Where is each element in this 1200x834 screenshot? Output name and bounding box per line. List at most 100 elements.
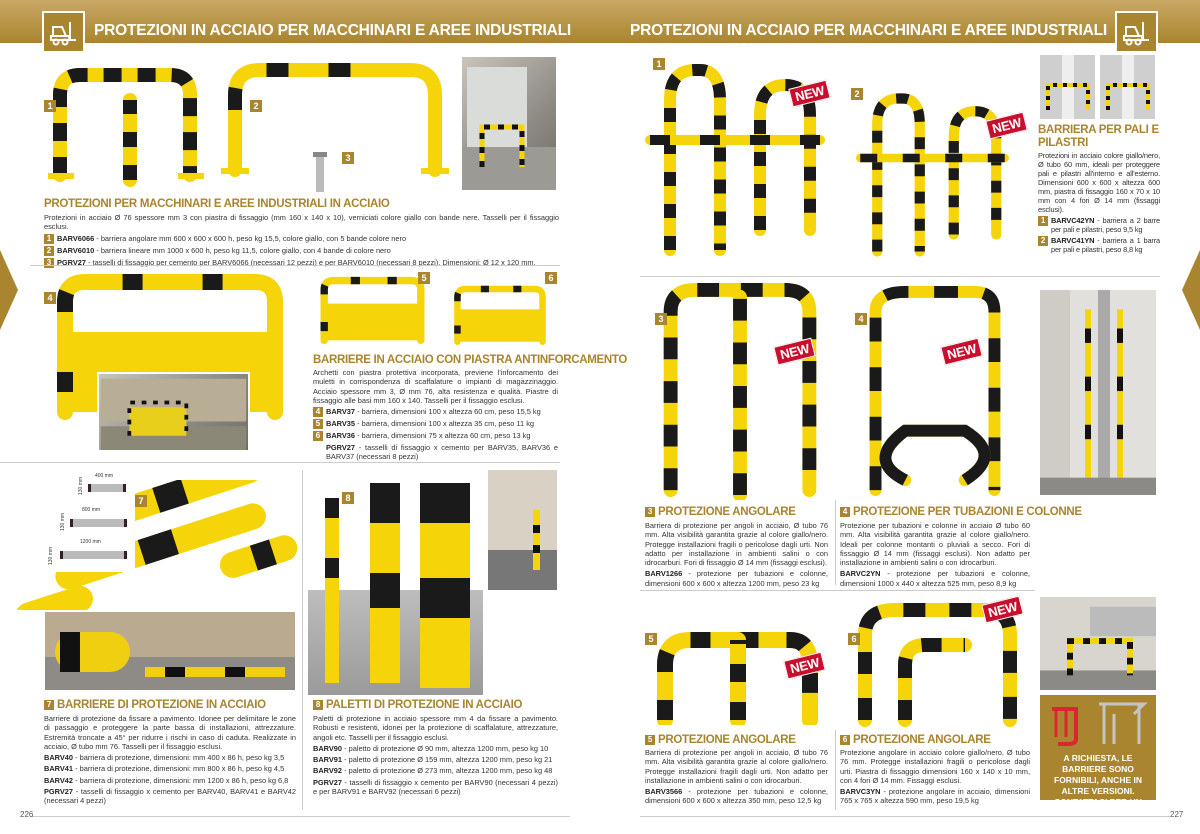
heading-text: PALETTI DI PROTEZIONE IN ACCIAIO <box>326 699 523 711</box>
dimension-label: 130 mm <box>78 476 84 495</box>
number-badge: 5 <box>418 272 430 284</box>
divider <box>302 470 303 810</box>
next-page-tab[interactable] <box>1182 250 1200 330</box>
forklift-icon <box>1115 11 1158 53</box>
section-body: Paletti di protezione in acciaio spessor… <box>313 714 558 796</box>
heading-text: PROTEZIONE ANGOLARE <box>853 734 991 746</box>
product-spec: - barriera a 2 barre per pali e pilastri… <box>1051 216 1160 234</box>
divider <box>0 462 560 463</box>
number-badge: 6 <box>840 735 850 745</box>
installation-photo <box>1040 597 1156 690</box>
product-code: BARV1266 <box>645 569 683 579</box>
promo-box: A RICHIESTA, LE BARRIERE SONO FORNIBILI,… <box>1040 695 1156 818</box>
product-image-barv36 <box>445 285 555 345</box>
number-badge: 8 <box>342 492 354 504</box>
number-badge: 5 <box>645 633 657 645</box>
section-description: Barriere di protezione da fissare a pavi… <box>44 714 296 751</box>
product-code: BARV36 <box>326 431 356 441</box>
dimension-label: 400 mm <box>95 473 114 479</box>
product-spec: - tasselli di fissaggio x cemento per BA… <box>326 443 558 462</box>
section-description: Protezione per tubazioni e colonne in ac… <box>840 521 1030 568</box>
product-line: BARV42 - barriera di protezione, dimensi… <box>44 776 296 785</box>
product-drawing <box>221 63 449 177</box>
heading-text: PROTEZIONE PER TUBAZIONI E COLONNE <box>853 506 1082 518</box>
section-body: Protezione per tubazioni e colonne in ac… <box>840 521 1030 588</box>
number-badge: 4 <box>840 507 850 517</box>
number-badge: 4 <box>44 292 56 304</box>
prev-page-tab[interactable] <box>0 250 18 330</box>
barrier-diagram-1200 <box>60 551 127 559</box>
section-body: Protezione angolare in acciaio colore gi… <box>840 748 1030 806</box>
product-code: BARV6066 <box>57 233 95 243</box>
dimension-label: 1200 mm <box>80 539 101 545</box>
product-code: BARVC3YN <box>840 787 881 797</box>
product-code: PGRV27 <box>313 777 343 787</box>
number-badge: 2 <box>1038 236 1048 246</box>
product-code: BARV91 <box>313 755 343 765</box>
section-body: Protezioni in acciaio Ø 76 spessore mm 3… <box>44 213 559 268</box>
section-heading: BARRIERE IN ACCIAIO CON PIASTRA ANTINFOR… <box>313 354 628 366</box>
section-body: Barriere di protezione da fissare a pavi… <box>44 714 296 806</box>
dimension-label: 130 mm <box>48 546 54 565</box>
product-code: BARV90 <box>313 743 343 753</box>
product-code: PGRV27 <box>326 443 356 453</box>
product-spec: - tasselli di fissaggio x cemento per BA… <box>44 787 296 806</box>
product-spec: - protezione per tubazioni e colonne, di… <box>645 569 828 588</box>
section-body: Barriera di protezione per angoli in acc… <box>645 748 828 806</box>
number-badge: 3 <box>44 257 54 268</box>
divider <box>640 816 1170 817</box>
section-body: Protezioni in acciaio colore giallo/nero… <box>1038 151 1160 254</box>
product-spec: - barriera, dimensioni 100 x altezza 35 … <box>355 419 535 429</box>
product-image-barv6066 <box>40 55 210 190</box>
product-line: PGRV27 - tasselli di fissaggio x cemento… <box>313 443 558 462</box>
product-code: BARV35 <box>326 419 356 429</box>
product-code: BARV41 <box>44 764 74 774</box>
product-drawing <box>454 285 546 345</box>
product-line: BARV92 - paletto di protezione Ø 273 mm,… <box>313 766 558 775</box>
product-code: BARVC42YN <box>1051 216 1095 225</box>
product-line: BARV91 - paletto di protezione Ø 159 mm,… <box>313 755 558 764</box>
number-badge: 2 <box>250 100 262 112</box>
section-description: Barriera di protezione per angoli in acc… <box>645 521 828 568</box>
product-drawing <box>856 93 1009 257</box>
product-drawing <box>313 152 327 192</box>
page-number-right: 227 <box>1170 810 1184 819</box>
product-image-barv1266 <box>655 282 825 500</box>
installation-photo <box>1040 55 1095 119</box>
dimension-label: 800 mm <box>82 507 101 513</box>
forklift-icon <box>42 11 85 53</box>
product-drawing <box>325 483 470 688</box>
product-spec: - tasselli di fissaggio per cemento per … <box>86 257 536 267</box>
product-image-barv35 <box>315 275 430 345</box>
installation-photo <box>97 372 250 452</box>
product-drawing <box>869 285 1001 497</box>
section-body: Barriera di protezione per angoli in acc… <box>645 521 828 588</box>
product-drawing <box>320 276 425 345</box>
installation-photo <box>45 612 295 690</box>
promo-text: A RICHIESTA, LE BARRIERE SONO FORNIBILI,… <box>1054 753 1142 818</box>
divider <box>30 265 560 266</box>
section-description: Paletti di protezione in acciaio spessor… <box>313 714 558 742</box>
product-drawing <box>48 68 204 187</box>
product-spec: - barriera lineare mm 1000 x 600 h, peso… <box>94 245 391 255</box>
barrier-diagram-800 <box>70 519 127 527</box>
divider <box>835 500 836 585</box>
product-spec: - tasselli di fissaggio x cemento per BA… <box>313 777 558 797</box>
section-heading: PROTEZIONI PER MACCHINARI E AREE INDUSTR… <box>44 198 390 210</box>
product-code: BARVC2YN <box>840 569 881 579</box>
product-spec: - barriera a 1 barra per pali e pilastri… <box>1051 236 1160 254</box>
section-description: Protezione angolare in acciaio colore gi… <box>840 748 1030 785</box>
number-badge: 5 <box>313 419 323 430</box>
product-code: BARV42 <box>44 775 74 785</box>
number-badge: 2 <box>44 245 54 256</box>
divider <box>835 730 836 810</box>
